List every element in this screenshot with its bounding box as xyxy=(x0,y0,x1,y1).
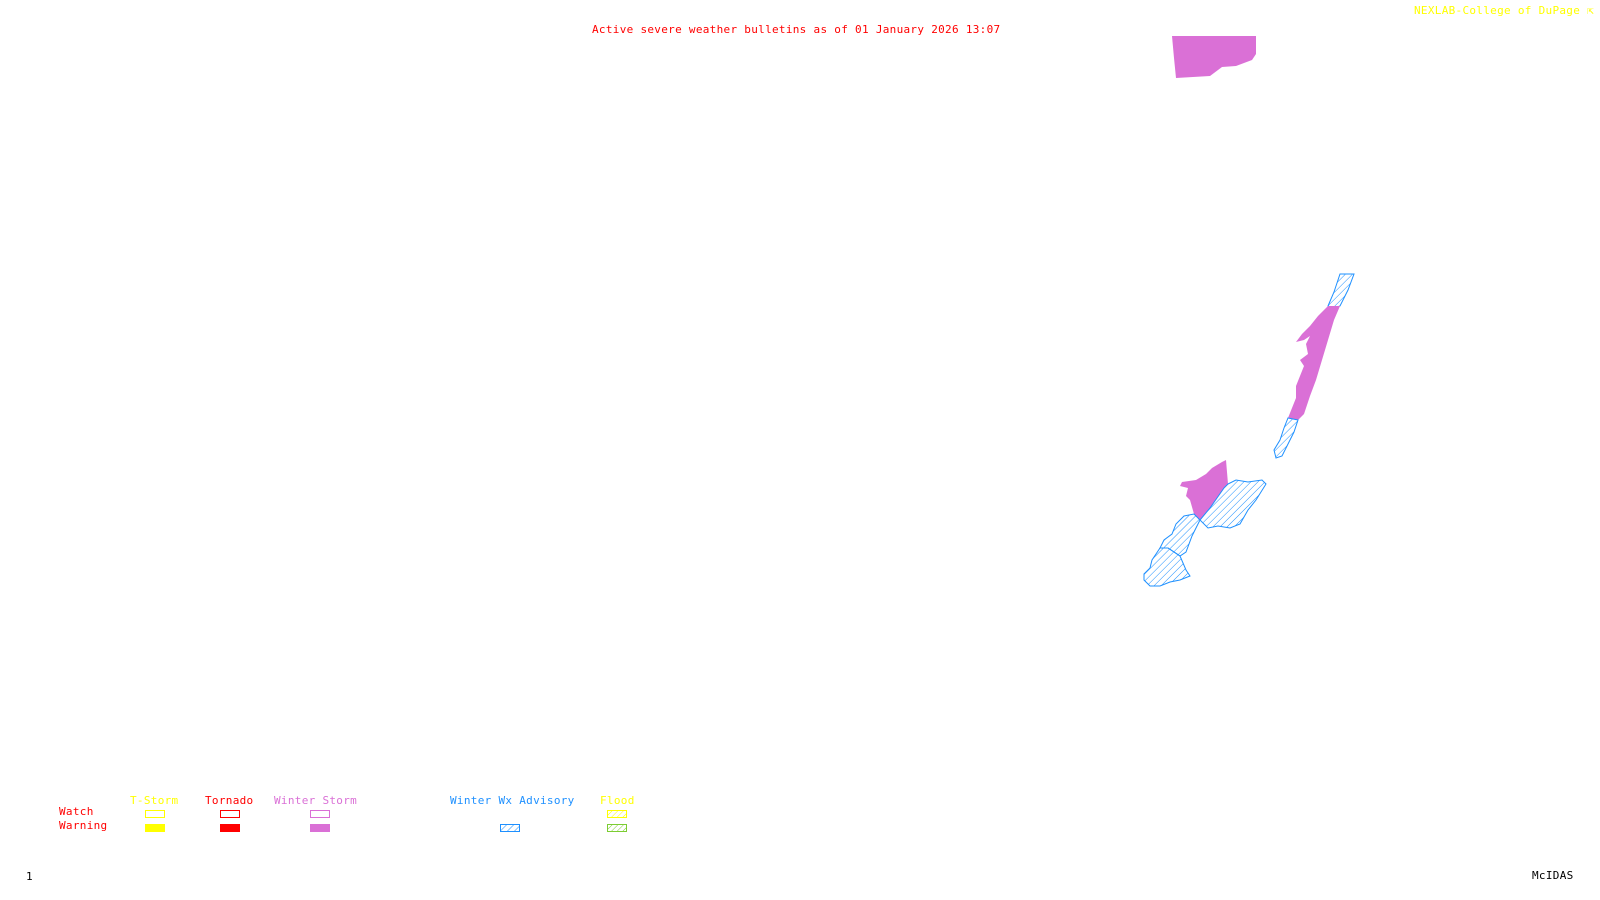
winter-advisory-strip-south xyxy=(1273,417,1299,459)
legend-flood-warning-swatch xyxy=(607,824,627,832)
legend-winter-storm-label: Winter Storm xyxy=(274,794,358,807)
legend-winter-advisory-label: Winter Wx Advisory xyxy=(450,794,575,807)
legend-tstorm-watch-swatch xyxy=(145,810,165,818)
winter-advisory-south-east xyxy=(1199,479,1267,529)
credit-text: NEXLAB-College of DuPage xyxy=(1414,4,1581,17)
legend-winter-storm-warning-swatch xyxy=(310,824,330,832)
software-label: McIDAS xyxy=(1532,869,1574,882)
legend-winter-storm-watch-swatch xyxy=(310,810,330,818)
winter-storm-warning-strip xyxy=(1288,306,1340,420)
winter-storm-warning-south xyxy=(1180,460,1228,520)
winter-advisory-south-west-lower xyxy=(1143,547,1191,587)
legend-winter-advisory-warning-swatch xyxy=(500,824,520,832)
legend-flood-label: Flood xyxy=(600,794,635,807)
legend-tstorm-warning-swatch xyxy=(145,824,165,832)
arrow-corner-icon: ⇱ xyxy=(1587,4,1595,17)
legend-tstorm-label: T-Storm xyxy=(130,794,179,807)
credit-label: NEXLAB-College of DuPage ⇱ xyxy=(1414,4,1594,17)
legend-tornado-warning-swatch xyxy=(220,824,240,832)
legend-tornado-label: Tornado xyxy=(205,794,254,807)
legend-watch-label: Watch xyxy=(59,805,94,818)
winter-advisory-strip-north xyxy=(1327,273,1355,309)
map-title: Active severe weather bulletins as of 01… xyxy=(592,23,1001,36)
legend-tornado-watch-swatch xyxy=(220,810,240,818)
legend-warning-label: Warning xyxy=(59,819,108,832)
frame-number: 1 xyxy=(26,870,33,883)
winter-storm-warning-north xyxy=(1172,36,1256,78)
legend-flood-watch-swatch xyxy=(607,810,627,818)
